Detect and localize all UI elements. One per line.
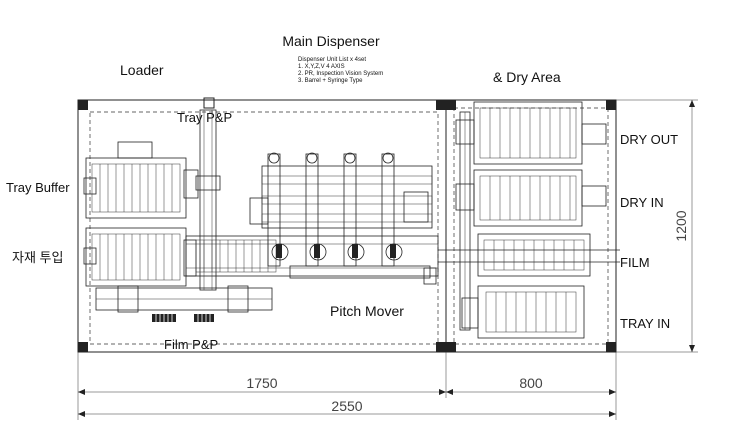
dispenser-note-1: Dispenser Unit List x 4set xyxy=(298,57,366,63)
pitch-mover-carriage xyxy=(289,265,437,285)
dispenser-note-3: 2. PR, Inspection Vision System xyxy=(298,71,383,77)
tray-pp-label: Tray P&P xyxy=(177,110,232,125)
dispenser-head-2 xyxy=(305,152,327,267)
tray-in-label: TRAY IN xyxy=(620,316,670,331)
tray-pp-gantry xyxy=(195,109,221,291)
height-dimension xyxy=(616,99,698,353)
film-pp-label: Film P&P xyxy=(164,337,218,352)
tray-buffer-unit xyxy=(83,141,199,219)
height-dimension-value: 1200 xyxy=(673,210,689,241)
left-width-value: 1750 xyxy=(246,375,277,391)
tray-buffer-label: Tray Buffer xyxy=(6,180,70,195)
loader-label: Loader xyxy=(120,62,164,78)
dry-in-label: DRY IN xyxy=(620,195,664,210)
dispenser-head-4 xyxy=(381,152,403,267)
dispenser-note-4: 3. Barrel + Syringe Type xyxy=(298,78,363,84)
dry-out-rack xyxy=(455,101,607,165)
dry-area-label: & Dry Area xyxy=(493,69,561,85)
width-dimensions xyxy=(77,352,617,420)
dry-in-rack xyxy=(455,169,607,227)
material-input-label: 자재 투입 xyxy=(12,250,63,265)
right-width-value: 800 xyxy=(519,375,543,391)
dispenser-head-3 xyxy=(343,152,365,267)
tray-in-station xyxy=(461,285,585,339)
dispenser-head-1 xyxy=(267,152,289,267)
film-label: FILM xyxy=(620,255,650,270)
pitch-mover-label: Pitch Mover xyxy=(330,303,404,319)
film-station xyxy=(477,233,591,277)
dispenser-gantry xyxy=(249,165,433,229)
film-pp-unit xyxy=(95,285,273,322)
total-width-value: 2550 xyxy=(331,398,362,414)
material-input-unit xyxy=(83,227,197,287)
main-dispenser-label: Main Dispenser xyxy=(282,33,380,49)
dry-area-transfer-rail xyxy=(459,111,471,331)
dry-out-label: DRY OUT xyxy=(620,132,678,147)
dispenser-note-2: 1. X,Y,Z,V 4 AXIS xyxy=(298,64,345,70)
